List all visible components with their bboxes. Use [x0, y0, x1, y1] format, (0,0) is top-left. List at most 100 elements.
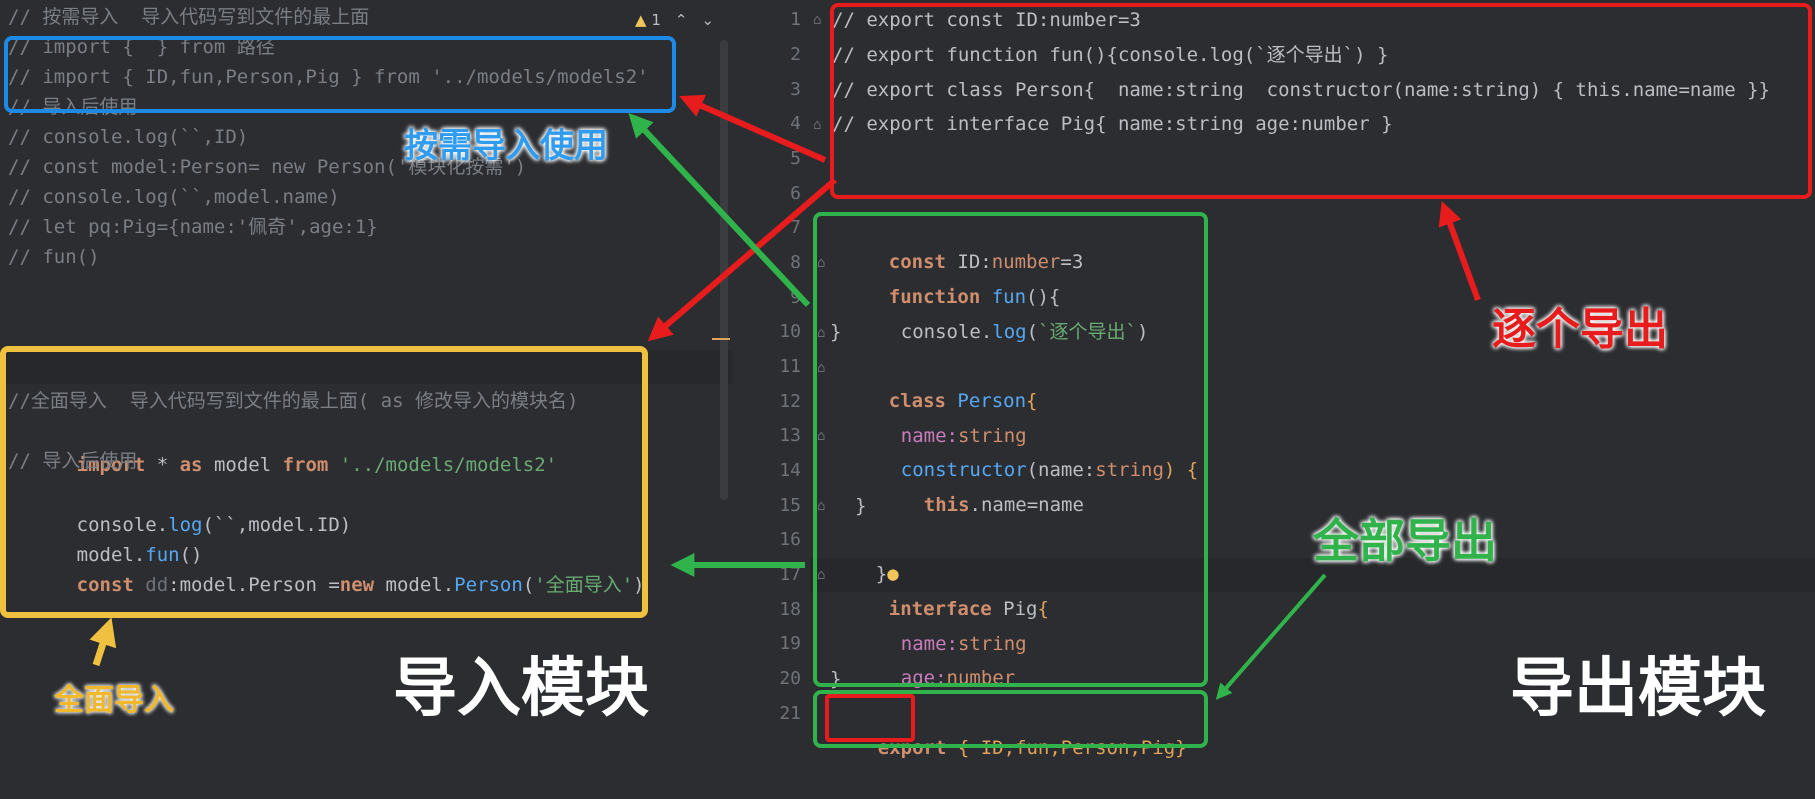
code-token: console.	[900, 321, 993, 343]
code-line[interactable]: // export const ID:number=3	[832, 9, 1141, 31]
code-line[interactable]: }	[855, 495, 867, 517]
keyword: new	[339, 574, 375, 596]
code-line[interactable]: // 导入后使用	[8, 450, 138, 472]
string-token: '../models/models2'	[328, 454, 558, 476]
code-line[interactable]: name:string	[855, 593, 1027, 655]
code-token: ()	[179, 544, 203, 566]
code-line[interactable]: this.name=name	[878, 454, 1084, 516]
code-token: dd	[133, 574, 169, 596]
keyword: const	[76, 574, 134, 596]
code-token: ) {	[1163, 459, 1199, 481]
line-number: 21	[779, 703, 801, 724]
warning-icon: ▲	[635, 11, 647, 29]
code-token: Pig	[991, 598, 1038, 620]
code-token: console.	[76, 514, 169, 536]
line-number: 17	[779, 564, 801, 585]
code-line[interactable]: import * as model from '../models/models…	[8, 414, 557, 476]
import-editor-pane[interactable]: // 按需导入 导入代码写到文件的最上面 // import { } from …	[0, 0, 733, 752]
code-token: (name:	[1026, 459, 1096, 481]
import-module-label: 导入模块	[393, 652, 649, 726]
code-line[interactable]: class Person{	[843, 350, 1038, 412]
keyword: this	[923, 494, 970, 516]
fold-icon[interactable]: ⌂	[813, 12, 822, 28]
code-token: *	[145, 454, 180, 476]
line-number: 16	[779, 529, 801, 550]
function-token: fun	[145, 544, 180, 566]
code-line[interactable]: function fun(){	[843, 246, 1061, 308]
code-line[interactable]: // export class Person{ name:string cons…	[832, 79, 1770, 101]
export-one-by-one-label: 逐个导出	[1492, 304, 1668, 355]
code-line[interactable]: model.fun()	[8, 504, 203, 566]
code-line[interactable]: }●	[830, 523, 899, 585]
code-line[interactable]: //全面导入 导入代码写到文件的最上面( as 修改导入的模块名)	[8, 390, 579, 412]
code-line[interactable]: // console.log(``,ID)	[8, 126, 249, 148]
one-by-one-export-box	[830, 3, 1812, 199]
full-import-box	[0, 346, 648, 618]
class-token: Person	[454, 574, 523, 596]
screenshot-stage: // 按需导入 导入代码写到文件的最上面 // import { } from …	[0, 0, 1812, 759]
keyword: const	[888, 251, 946, 273]
function-token: log	[168, 514, 203, 536]
inspection-widget[interactable]: ▲ 1 ⌃ ⌄	[635, 8, 714, 32]
code-line[interactable]: // const model:Person= new Person('模块化按需…	[8, 156, 527, 178]
code-line[interactable]: // import { } from 路径	[8, 36, 275, 58]
code-token: model.	[76, 544, 146, 566]
keyword: from	[282, 454, 329, 476]
keyword: interface	[888, 598, 992, 620]
full-import-label: 全面导入	[54, 683, 174, 718]
export-module-label: 导出模块	[1510, 652, 1766, 726]
code-line[interactable]: const ID:number=3	[843, 211, 1084, 273]
type-token: string	[957, 425, 1027, 447]
code-token: =3	[1060, 251, 1084, 273]
export-all-label: 全部导出	[1313, 514, 1497, 568]
code-line[interactable]: // export function fun(){console.log(`逐个…	[832, 44, 1389, 66]
property-token: name:	[900, 425, 958, 447]
code-line[interactable]: // import { ID,fun,Person,Pig } from '..…	[8, 66, 649, 88]
code-line[interactable]: name:string	[855, 385, 1027, 447]
string-token: '全面导入'	[534, 574, 634, 596]
code-line[interactable]: const dd:model.Person =new model. Person (…	[8, 534, 645, 596]
line-number: 14	[779, 460, 801, 481]
line-number: 4	[790, 113, 801, 134]
code-line[interactable]: }	[830, 668, 842, 690]
code-line[interactable]: constructor(name:string) {	[855, 419, 1198, 481]
fold-icon[interactable]: ⌂	[813, 117, 822, 133]
fold-icon[interactable]: ⌂	[817, 360, 826, 376]
export-all-box	[813, 690, 1208, 748]
code-token: )	[1136, 321, 1149, 343]
previous-highlight-button[interactable]: ⌃	[674, 11, 688, 29]
warning-indicator[interactable]: ▲ 1	[635, 11, 661, 29]
line-number-gutter: 1 2 3 4 5 6 7 8 9 10 11 12 13 14 15 16 1…	[733, 0, 813, 752]
code-token: (``,model.ID)	[202, 514, 352, 536]
fold-icon[interactable]: ⌂	[817, 567, 826, 583]
code-token: .name=name	[969, 494, 1084, 516]
lightbulb-icon[interactable]: ●	[887, 563, 899, 585]
code-token: )	[633, 574, 645, 596]
code-line[interactable]: // let pq:Pig={name:'佩奇',age:1}	[8, 216, 378, 238]
code-token: {	[1037, 598, 1049, 620]
vertical-scrollbar[interactable]	[720, 40, 728, 500]
line-number: 5	[790, 148, 801, 169]
code-line[interactable]: // fun()	[8, 246, 100, 268]
next-highlight-button[interactable]: ⌄	[701, 11, 715, 29]
code-line[interactable]: console.log(`逐个导出`)	[855, 281, 1149, 343]
keyword: import	[76, 454, 146, 476]
fold-icon[interactable]: ⌂	[817, 498, 826, 514]
type-token: number	[991, 251, 1061, 273]
code-token: model	[202, 454, 283, 476]
line-number: 1	[790, 9, 801, 30]
code-token: :model.Person =	[168, 574, 340, 596]
line-number: 6	[790, 183, 801, 204]
line-number: 19	[779, 633, 801, 654]
code-line[interactable]: // 按需导入 导入代码写到文件的最上面	[8, 6, 370, 28]
code-line[interactable]: interface Pig{	[843, 558, 1049, 620]
code-line[interactable]: // console.log(``,model.name)	[8, 186, 340, 208]
code-token: (	[1026, 321, 1039, 343]
type-token: string	[957, 633, 1027, 655]
line-number: 15	[779, 495, 801, 516]
fold-icon[interactable]: ⌂	[817, 428, 826, 444]
code-line[interactable]: // export interface Pig{ name:string age…	[832, 113, 1393, 135]
scroll-marker	[712, 338, 730, 340]
code-line[interactable]: console.log(``,model.ID)	[8, 474, 352, 536]
on-demand-import-box	[4, 36, 676, 113]
